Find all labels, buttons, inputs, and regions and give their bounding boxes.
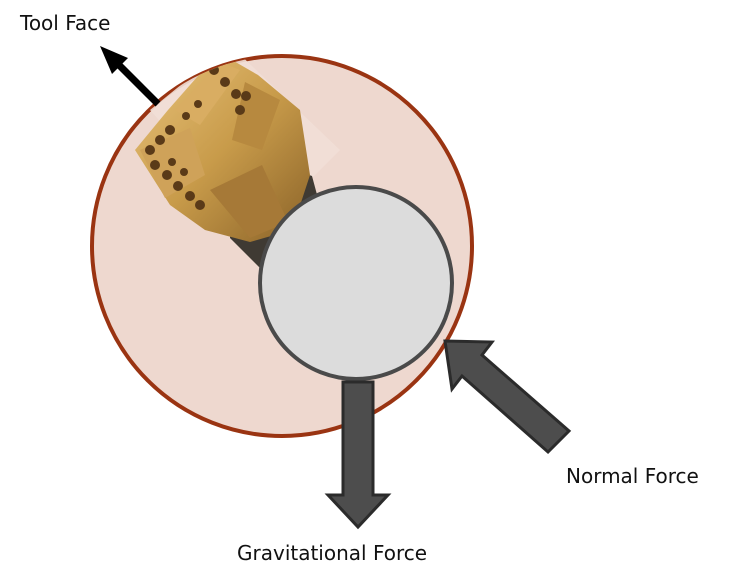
- drill-pipe-circle: [260, 187, 452, 379]
- gravitational-force-label: Gravitational Force: [237, 541, 427, 565]
- normal-force-label: Normal Force: [566, 464, 699, 488]
- arrow-up-left-icon: [100, 46, 158, 104]
- normal-force-arrow: [445, 341, 569, 452]
- tool-face-label: Tool Face: [19, 11, 110, 35]
